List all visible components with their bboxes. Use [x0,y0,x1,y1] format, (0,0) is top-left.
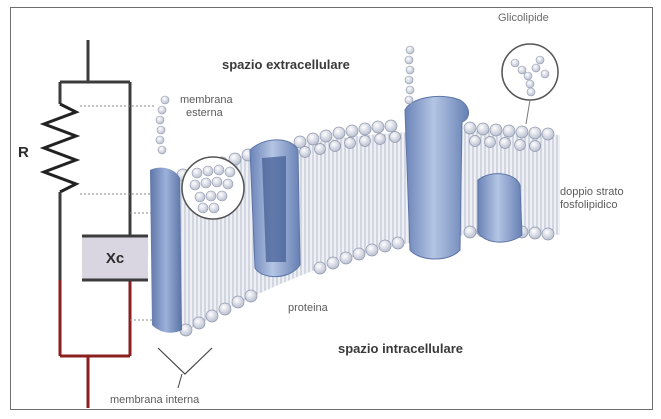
inner-membrane-label: membrana interna [110,394,199,407]
outer-membrane-label-line1: membrana [180,94,233,107]
outer-membrane-label-line2: esterna [186,107,223,120]
resistor-label: R [18,146,29,159]
equivalent-circuit [44,40,165,408]
bilayer-label-line1: doppio strato [560,186,624,199]
membrane-edge [150,168,182,333]
transmembrane-protein [405,96,469,259]
bilayer-label-line2: fosfolipidico [560,199,617,212]
glycolipid-label: Glicolipide [498,12,549,25]
protein-label: proteina [288,302,328,315]
peripheral-protein [478,174,522,242]
outer-membrane-zoom [182,157,244,219]
glycolipid-zoom [502,44,558,124]
intracellular-label: spazio intracellulare [338,342,463,355]
extracellular-label: spazio extracellulare [222,58,350,71]
inner-membrane-bracket [158,348,212,374]
resistor-symbol [44,104,76,192]
capacitor-label: Xc [82,238,148,278]
